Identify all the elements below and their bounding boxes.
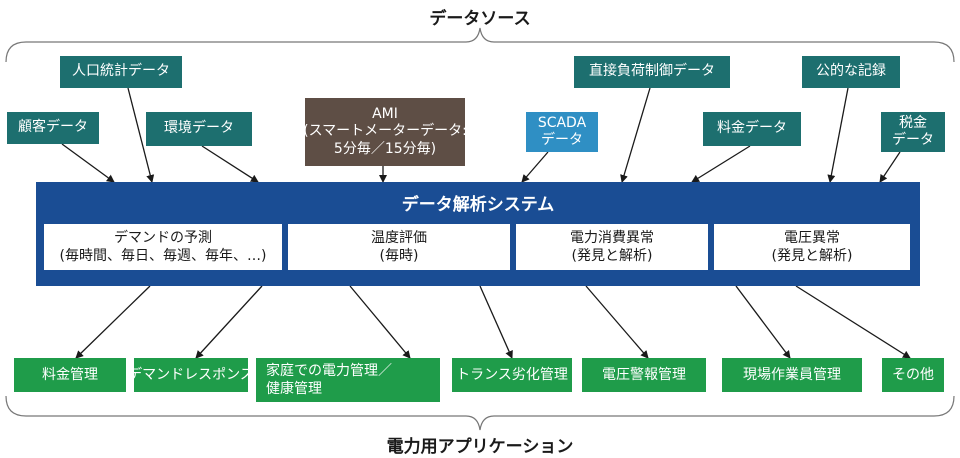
voltage-line-1: 電圧異常: [784, 229, 840, 246]
tax-line-2: データ: [892, 132, 934, 148]
arrow-billing: [75, 285, 151, 359]
demand-line-1: デマンドの予測: [114, 229, 212, 246]
app-workforce-text: 現場作業員管理: [743, 366, 841, 383]
app-home-line-2: 健康管理: [266, 381, 322, 397]
arrow-workforce: [735, 285, 791, 359]
source-rate-text: 料金データ: [717, 120, 787, 137]
tax-line-1: 税金: [899, 114, 927, 131]
source-ami: AMI (スマートメーターデータ: 5分毎／15分毎): [303, 98, 467, 166]
power-applications-label: 電力用アプリケーション: [386, 437, 574, 457]
arrow-dr: [195, 285, 263, 359]
arrow-census: [127, 87, 155, 183]
source-census-data: 人口統計データ: [60, 56, 182, 88]
ami-line-3: 5分毎／15分毎): [333, 140, 437, 157]
ami-line-1: AMI: [372, 105, 398, 122]
ami-line-2: (スマートメーターデータ:: [303, 123, 467, 140]
arrow-voltage-alarm: [585, 285, 649, 359]
source-public-text: 公的な記録: [816, 63, 886, 80]
module-demand-forecast: デマンドの予測 (毎時間、毎日、毎週、毎年、…): [44, 224, 282, 270]
source-environment-text: 環境データ: [164, 120, 234, 137]
voltage-line-2: (発見と解析): [771, 248, 853, 264]
app-transformer-degradation: トランス劣化管理: [452, 358, 572, 392]
source-census-text: 人口統計データ: [72, 63, 170, 80]
module-temperature-evaluation: 温度評価 (毎時): [288, 224, 510, 270]
top-brace: [5, 27, 955, 63]
app-other-text: その他: [892, 366, 934, 383]
source-customer-text: 顧客データ: [18, 119, 88, 136]
consumption-line-1: 電力消費異常: [570, 229, 654, 246]
arrow-tax: [879, 151, 901, 183]
source-scada: SCADA データ: [526, 112, 598, 152]
arrow-environment: [201, 145, 259, 183]
source-tax-data: 税金 データ: [881, 112, 945, 152]
app-billing-management: 料金管理: [14, 358, 126, 392]
app-other: その他: [882, 358, 944, 392]
data-sources-label: データソース: [429, 9, 531, 29]
consumption-line-2: (発見と解析): [571, 248, 653, 264]
app-workforce-management: 現場作業員管理: [722, 358, 862, 392]
arrow-dlc: [620, 87, 651, 183]
source-public-records: 公的な記録: [802, 56, 900, 88]
app-home-energy-management: 家庭での電力管理／ 健康管理: [256, 358, 440, 402]
source-rate-data: 料金データ: [703, 112, 801, 146]
bottom-brace: [5, 395, 955, 431]
module-consumption-anomaly: 電力消費異常 (発見と解析): [516, 224, 708, 270]
arrow-transformer: [479, 285, 513, 359]
arrow-customer: [61, 143, 115, 183]
app-voltage-alarm-text: 電圧警報管理: [602, 366, 686, 383]
system-title: データ解析システム: [401, 195, 555, 215]
arrow-public: [827, 87, 849, 183]
app-demand-response: デマンドレスポンス: [128, 358, 254, 392]
arrow-home: [349, 285, 411, 359]
source-environment-data: 環境データ: [146, 112, 252, 146]
demand-line-2: (毎時間、毎日、毎週、毎年、…): [59, 248, 267, 264]
source-dlc-text: 直接負荷制御データ: [589, 63, 715, 80]
app-billing-text: 料金管理: [42, 366, 98, 383]
app-dr-text: デマンドレスポンス: [128, 366, 254, 383]
arrow-scada: [521, 151, 549, 183]
arrow-rate: [691, 145, 751, 183]
app-home-line-1: 家庭での電力管理／: [266, 362, 392, 379]
temp-line-1: 温度評価: [371, 229, 427, 246]
scada-line-1: SCADA: [537, 114, 587, 131]
app-voltage-alarm-management: 電圧警報管理: [582, 358, 706, 392]
temp-line-2: (毎時): [379, 248, 419, 264]
arrow-other: [795, 285, 911, 359]
module-voltage-anomaly: 電圧異常 (発見と解析): [714, 224, 910, 270]
source-customer-data: 顧客データ: [7, 112, 99, 144]
scada-line-2: データ: [541, 132, 583, 148]
app-transformer-text: トランス劣化管理: [456, 366, 568, 383]
source-direct-load-control: 直接負荷制御データ: [574, 56, 730, 88]
